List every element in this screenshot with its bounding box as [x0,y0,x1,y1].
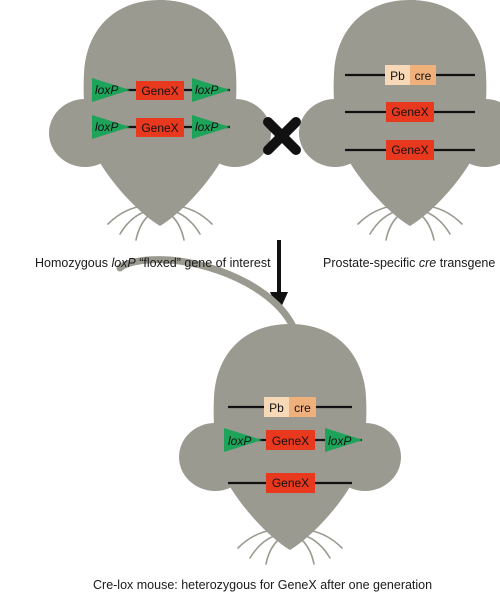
genex-box [266,473,315,493]
loxp-triangle [224,428,262,452]
loxp-triangle [92,115,130,139]
floxed-caption: Homozygous loxP “floxed” gene of interes… [35,256,271,270]
genex-label: GeneX [272,476,309,490]
cre-lox-mouse [120,260,401,564]
loxp-label: loxP [195,120,218,134]
loxp-triangle [192,115,230,139]
cre-lox-caption: Cre-lox mouse: heterozygous for GeneX af… [93,578,433,592]
cre-caption: Prostate-specific cre transgene [323,256,495,270]
genex-label: GeneX [391,143,428,157]
loxp-label: loxP [95,120,118,134]
genex-box [136,81,184,100]
pb-label: Pb [269,401,284,415]
mouse-body [120,260,401,564]
cre-box [289,397,316,417]
cre-caption-pre: Prostate-specific [323,256,419,270]
floxed-caption-italic: loxP [111,256,136,270]
floxed-allele-2: loxP GeneX loxP [92,115,230,139]
genex-allele-2: GeneX [345,140,475,160]
pb-box [385,65,410,85]
cre-caption-post: transgene [436,256,496,270]
cre-label: cre [415,69,432,83]
genex-label: GeneX [272,434,309,448]
loxp-triangle [325,428,363,452]
cre-box [410,65,436,85]
loxp-triangle [192,78,230,102]
mouse-body [240,0,500,240]
cre-transgene-offspring: Pb cre [228,397,352,417]
genex-label: GeneX [141,121,178,135]
cre-mouse [240,0,500,240]
genex-allele-1: GeneX [345,102,475,122]
cre-transgene: Pb cre [345,65,475,85]
genex-box [386,140,434,160]
floxed-mouse [0,0,271,240]
floxed-caption-pre: Homozygous [35,256,112,270]
floxed-allele-offspring: loxP GeneX loxP [224,428,363,452]
floxed-allele-1: loxP GeneX loxP [92,78,230,102]
genex-box [386,102,434,122]
cre-label: cre [294,401,311,415]
loxp-label: loxP [195,83,218,97]
cre-caption-italic: cre [418,256,437,270]
loxp-label: loxP [228,434,251,448]
loxp-label: loxP [328,434,351,448]
pb-label: Pb [390,69,405,83]
mouse-body [0,0,271,240]
genex-allele-offspring: GeneX [228,473,352,493]
floxed-caption-post: “floxed” gene of interest [135,256,271,270]
loxp-label: loxP [95,83,118,97]
genex-label: GeneX [141,84,178,98]
loxp-triangle [92,78,130,102]
genex-label: GeneX [391,105,428,119]
genex-box [136,118,184,137]
genex-box [266,430,315,450]
cross-icon [263,117,301,155]
pb-box [264,397,289,417]
